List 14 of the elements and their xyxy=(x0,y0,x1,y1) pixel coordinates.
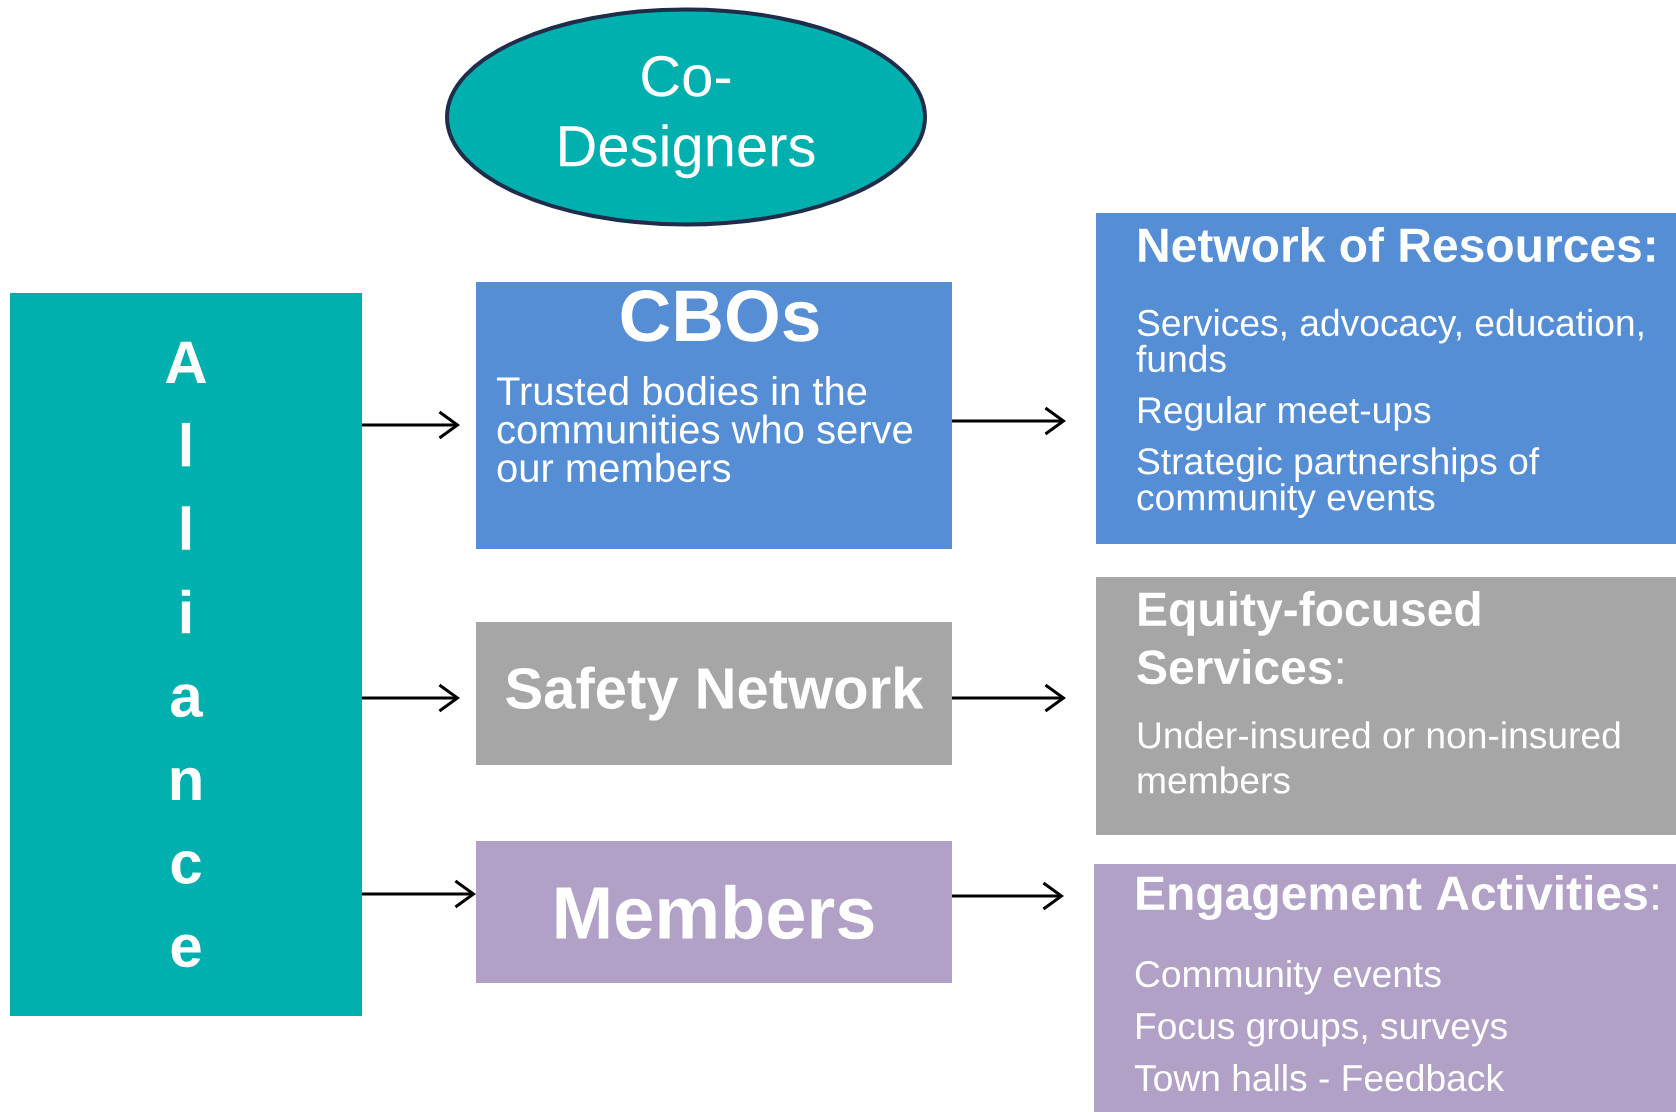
info-box: Network of Resources: Services, advocacy, education, funds Regular meet-ups Strategic partnerships of community events xyxy=(1096,213,1676,544)
category-box: CBOs Trusted bodies in the communities who serve our members xyxy=(476,282,952,549)
arrow xyxy=(362,410,460,440)
title-oval: Co- Designers xyxy=(445,7,927,227)
arrow xyxy=(952,683,1066,713)
vertical-banner: A l l i a n c e xyxy=(10,293,362,1016)
arrow xyxy=(952,881,1064,911)
arrow xyxy=(362,879,476,909)
category-box: Safety Network xyxy=(476,622,952,765)
info-box: Equity-focused Services: Under-insured or non-insured members xyxy=(1096,577,1676,835)
info-box: Engagement Activities: Community events Focus groups, surveys Town halls - Feedback xyxy=(1094,864,1676,1112)
category-box: Members xyxy=(476,841,952,983)
arrow xyxy=(952,406,1066,436)
arrow xyxy=(362,683,460,713)
